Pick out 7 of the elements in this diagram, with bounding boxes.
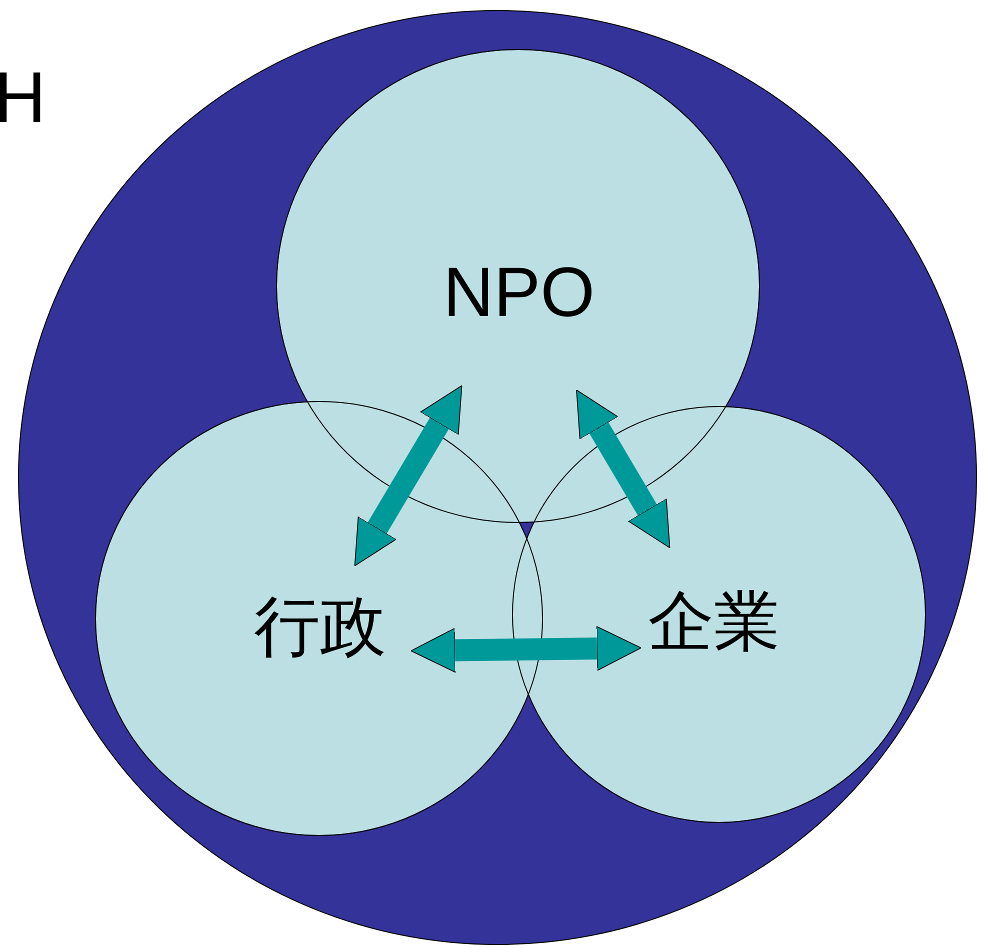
text-label: H <box>0 62 46 134</box>
double-arrow <box>576 390 670 548</box>
double-arrow <box>354 385 462 566</box>
node-label: 行政 <box>254 588 386 665</box>
double-arrow <box>410 626 642 673</box>
node-label: NPO <box>443 252 595 332</box>
node-label: 企業 <box>648 583 780 660</box>
